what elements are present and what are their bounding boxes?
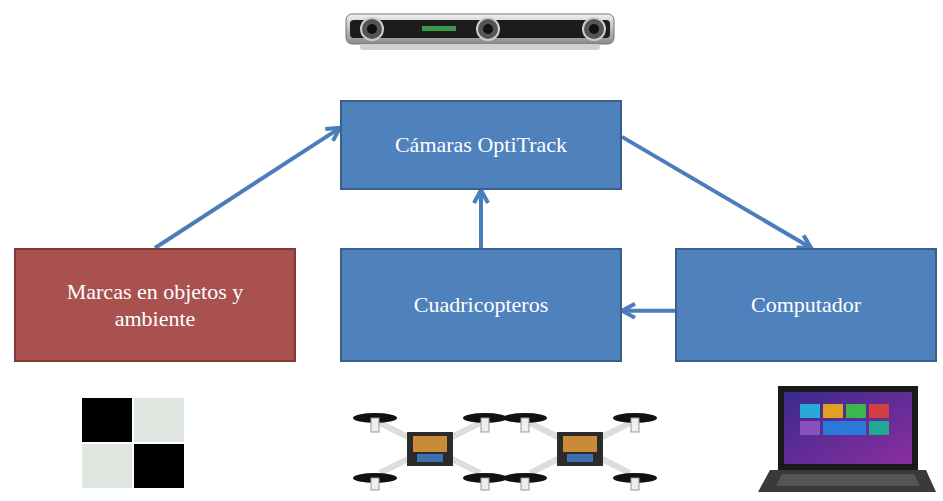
- box-label: Computador: [741, 291, 871, 319]
- box-label: Cámaras OptiTrack: [385, 131, 577, 159]
- quadcopter-picture: [353, 413, 507, 490]
- arrow-connector: [479, 190, 483, 248]
- quadcopter-picture: [503, 413, 657, 490]
- laptop-picture: [758, 386, 936, 492]
- arrow-connector: [622, 309, 675, 313]
- box-label: Cuadricopteros: [404, 291, 558, 319]
- camera-bar-picture: [346, 14, 614, 50]
- arrow-connector: [622, 137, 811, 248]
- box-label: Marcas en objetos y ambiente: [16, 278, 294, 333]
- arrow-connector: [155, 128, 340, 248]
- marker-box: Marcas en objetos y ambiente: [14, 248, 296, 362]
- process-box: Cámaras OptiTrack: [340, 100, 622, 190]
- process-box: Cuadricopteros: [340, 248, 622, 362]
- checkerboard-marker: [82, 398, 184, 488]
- process-box: Computador: [675, 248, 937, 362]
